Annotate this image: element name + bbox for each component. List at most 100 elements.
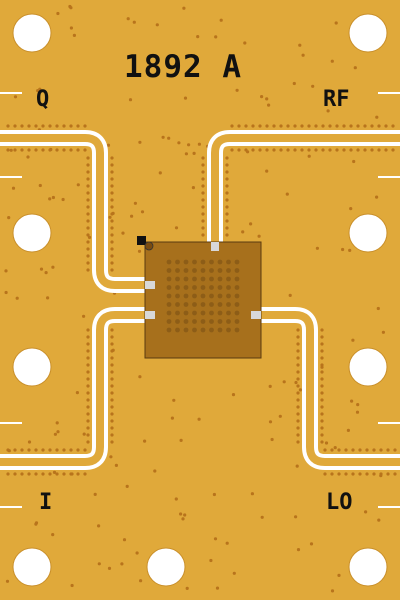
via	[295, 464, 299, 468]
via	[128, 98, 133, 102]
via	[217, 285, 223, 290]
i-pad	[145, 311, 155, 319]
via	[286, 148, 290, 152]
via	[175, 327, 180, 333]
via	[27, 448, 31, 452]
via	[55, 421, 59, 425]
via	[234, 276, 240, 282]
via	[268, 384, 272, 388]
via	[217, 310, 223, 316]
via	[365, 472, 369, 476]
via	[296, 412, 300, 416]
via	[268, 420, 273, 424]
via	[320, 426, 324, 430]
via	[4, 269, 8, 273]
via	[183, 513, 187, 517]
via	[279, 124, 283, 128]
via	[86, 440, 90, 444]
via	[13, 124, 17, 128]
via	[230, 148, 234, 152]
via	[320, 384, 324, 388]
via	[192, 310, 197, 316]
via	[83, 448, 87, 452]
via	[353, 66, 357, 70]
via	[177, 141, 181, 145]
via	[69, 448, 73, 452]
via	[200, 293, 206, 299]
via	[158, 171, 162, 175]
via	[55, 148, 59, 152]
via	[234, 327, 240, 333]
via	[167, 136, 171, 140]
rf-trace	[211, 134, 400, 242]
via	[166, 293, 172, 299]
via	[130, 214, 134, 218]
port-label-q: Q	[36, 87, 50, 112]
via	[48, 197, 52, 201]
via	[53, 432, 58, 436]
via	[121, 231, 125, 235]
via	[6, 448, 10, 452]
via	[86, 342, 90, 346]
via	[201, 177, 205, 181]
via	[307, 148, 311, 152]
via	[296, 548, 301, 552]
via	[69, 124, 73, 128]
via	[296, 328, 300, 332]
via	[217, 259, 223, 265]
via	[320, 363, 324, 367]
via	[125, 484, 129, 488]
via	[110, 177, 114, 181]
via	[386, 472, 390, 476]
via	[237, 124, 241, 128]
via	[209, 268, 214, 273]
via	[93, 492, 97, 496]
via	[384, 148, 388, 152]
via	[351, 472, 355, 476]
via	[251, 148, 255, 152]
via	[34, 124, 38, 128]
via	[377, 518, 381, 522]
via	[232, 571, 236, 575]
via	[110, 433, 114, 437]
via	[97, 524, 101, 528]
via	[161, 135, 165, 139]
via	[174, 497, 178, 501]
via	[225, 191, 229, 195]
via	[187, 143, 191, 147]
via	[69, 6, 73, 10]
via	[13, 472, 17, 476]
via	[272, 124, 276, 128]
via	[298, 388, 302, 392]
via	[225, 226, 229, 230]
via	[11, 186, 16, 190]
via	[20, 124, 24, 128]
via	[296, 342, 300, 346]
via	[86, 377, 90, 381]
via	[7, 216, 11, 220]
via	[20, 472, 24, 476]
via	[86, 163, 90, 167]
via	[350, 399, 354, 403]
mounting-hole	[146, 547, 186, 587]
mounting-hole	[348, 13, 388, 53]
via	[48, 448, 52, 452]
via	[214, 35, 218, 39]
via	[377, 124, 381, 128]
via	[200, 268, 206, 273]
via	[200, 319, 206, 324]
via	[393, 472, 397, 476]
via	[265, 169, 269, 173]
via	[192, 319, 197, 324]
via	[226, 285, 231, 290]
via	[379, 472, 383, 476]
via	[86, 433, 90, 437]
via	[330, 589, 335, 593]
via	[320, 342, 324, 346]
via	[4, 290, 8, 295]
via	[192, 276, 197, 282]
via	[356, 148, 360, 152]
via	[298, 43, 302, 47]
via	[183, 327, 189, 333]
via	[200, 285, 206, 290]
